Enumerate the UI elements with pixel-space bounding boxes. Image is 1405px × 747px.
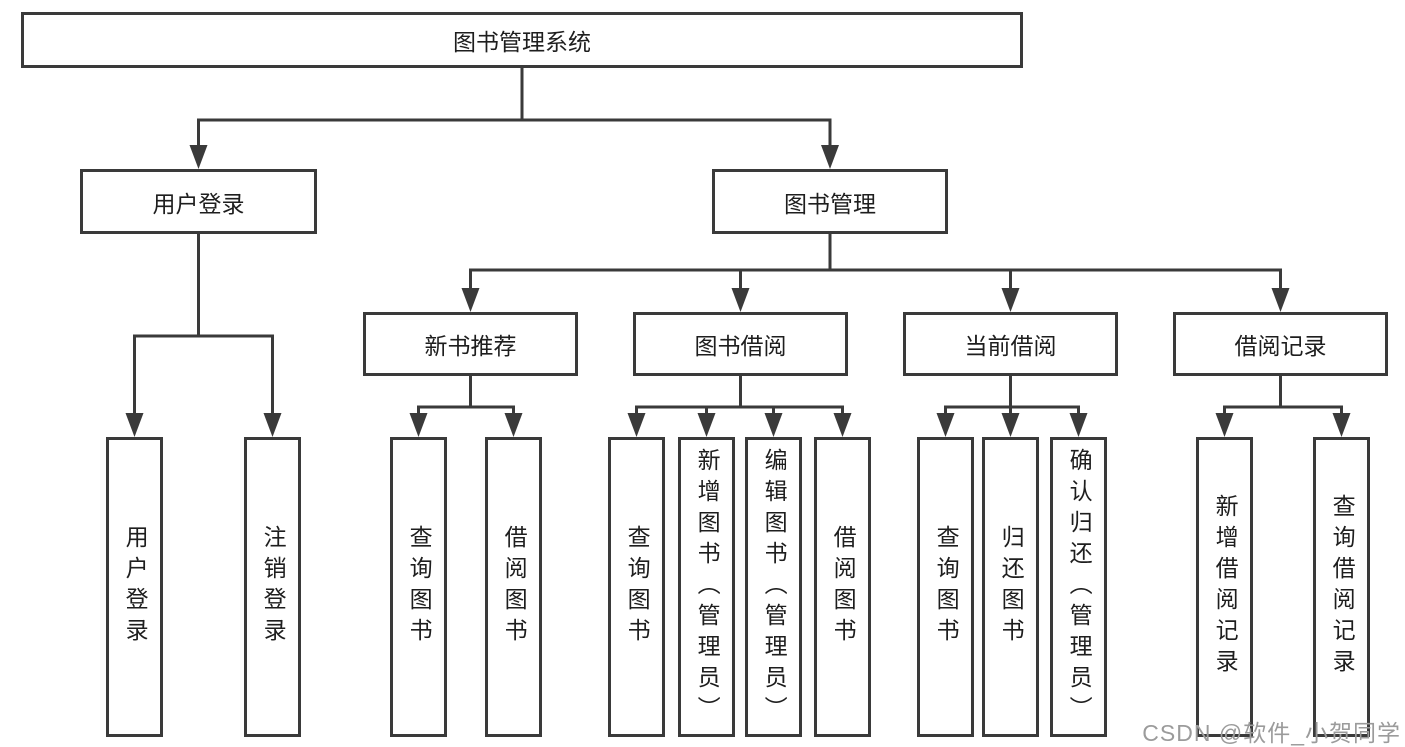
leaf-edit-books-admin: 编辑图书（管理员）	[745, 437, 802, 737]
connector-borrow-records-to-leaves	[1215, 374, 1351, 437]
node-label: 用户登录	[152, 190, 245, 217]
node-book-borrow: 图书借阅	[633, 312, 848, 376]
leaf-confirm-return-admin: 确认归还（管理员）	[1050, 437, 1107, 737]
node-label: 编辑图书（管理员）	[761, 447, 788, 727]
node-library-management-system: 图书管理系统	[21, 12, 1023, 68]
leaf-query-borrow-record: 查询借阅记录	[1313, 437, 1370, 737]
node-label: 新增图书（管理员）	[694, 447, 721, 727]
leaf-recommend-query-books: 查询图书	[390, 437, 447, 737]
node-label: 查询图书	[933, 525, 960, 649]
node-label: 查询借阅记录	[1329, 494, 1356, 680]
node-user-login-group: 用户登录	[80, 169, 317, 234]
node-label: 借阅记录	[1234, 333, 1327, 359]
node-label: 查询图书	[624, 525, 651, 649]
node-label: 新书推荐	[424, 333, 517, 359]
connector-current-borrow-to-leaves	[936, 374, 1088, 437]
connector-user-login-to-leaves	[125, 232, 282, 437]
node-label: 确认归还（管理员）	[1066, 447, 1093, 727]
leaf-return-books: 归还图书	[982, 437, 1039, 737]
leaf-add-borrow-record: 新增借阅记录	[1196, 437, 1253, 737]
node-label: 借阅图书	[501, 525, 528, 649]
leaf-user-login: 用户登录	[106, 437, 163, 737]
node-label: 查询图书	[406, 525, 433, 649]
connector-book-borrow-to-leaves	[627, 374, 852, 437]
leaf-recommend-borrow-books: 借阅图书	[485, 437, 542, 737]
node-label: 用户登录	[122, 525, 149, 649]
node-label: 新增借阅记录	[1212, 494, 1239, 680]
node-label: 注销登录	[260, 525, 287, 649]
node-new-book-recommend: 新书推荐	[363, 312, 578, 376]
node-label: 借阅图书	[830, 525, 857, 649]
node-label: 图书借阅	[694, 333, 787, 359]
node-current-borrow: 当前借阅	[903, 312, 1118, 376]
node-book-management: 图书管理	[712, 169, 948, 234]
leaf-borrow-query-books: 查询图书	[608, 437, 665, 737]
leaf-borrow-books: 借阅图书	[814, 437, 871, 737]
leaf-logout: 注销登录	[244, 437, 301, 737]
leaf-add-books-admin: 新增图书（管理员）	[678, 437, 735, 737]
csdn-watermark: CSDN @软件_小贺同学	[1142, 720, 1401, 746]
node-label: 图书管理	[784, 190, 876, 217]
node-label: 归还图书	[998, 525, 1025, 649]
node-label: 当前借阅	[964, 333, 1057, 359]
connector-new-book-to-leaves	[409, 374, 523, 437]
connector-book-management-to-level3	[461, 232, 1290, 312]
leaf-current-query-books: 查询图书	[917, 437, 974, 737]
node-label: 图书管理系统	[453, 29, 591, 55]
connector-root-to-level2	[189, 66, 839, 169]
node-borrow-records: 借阅记录	[1173, 312, 1388, 376]
